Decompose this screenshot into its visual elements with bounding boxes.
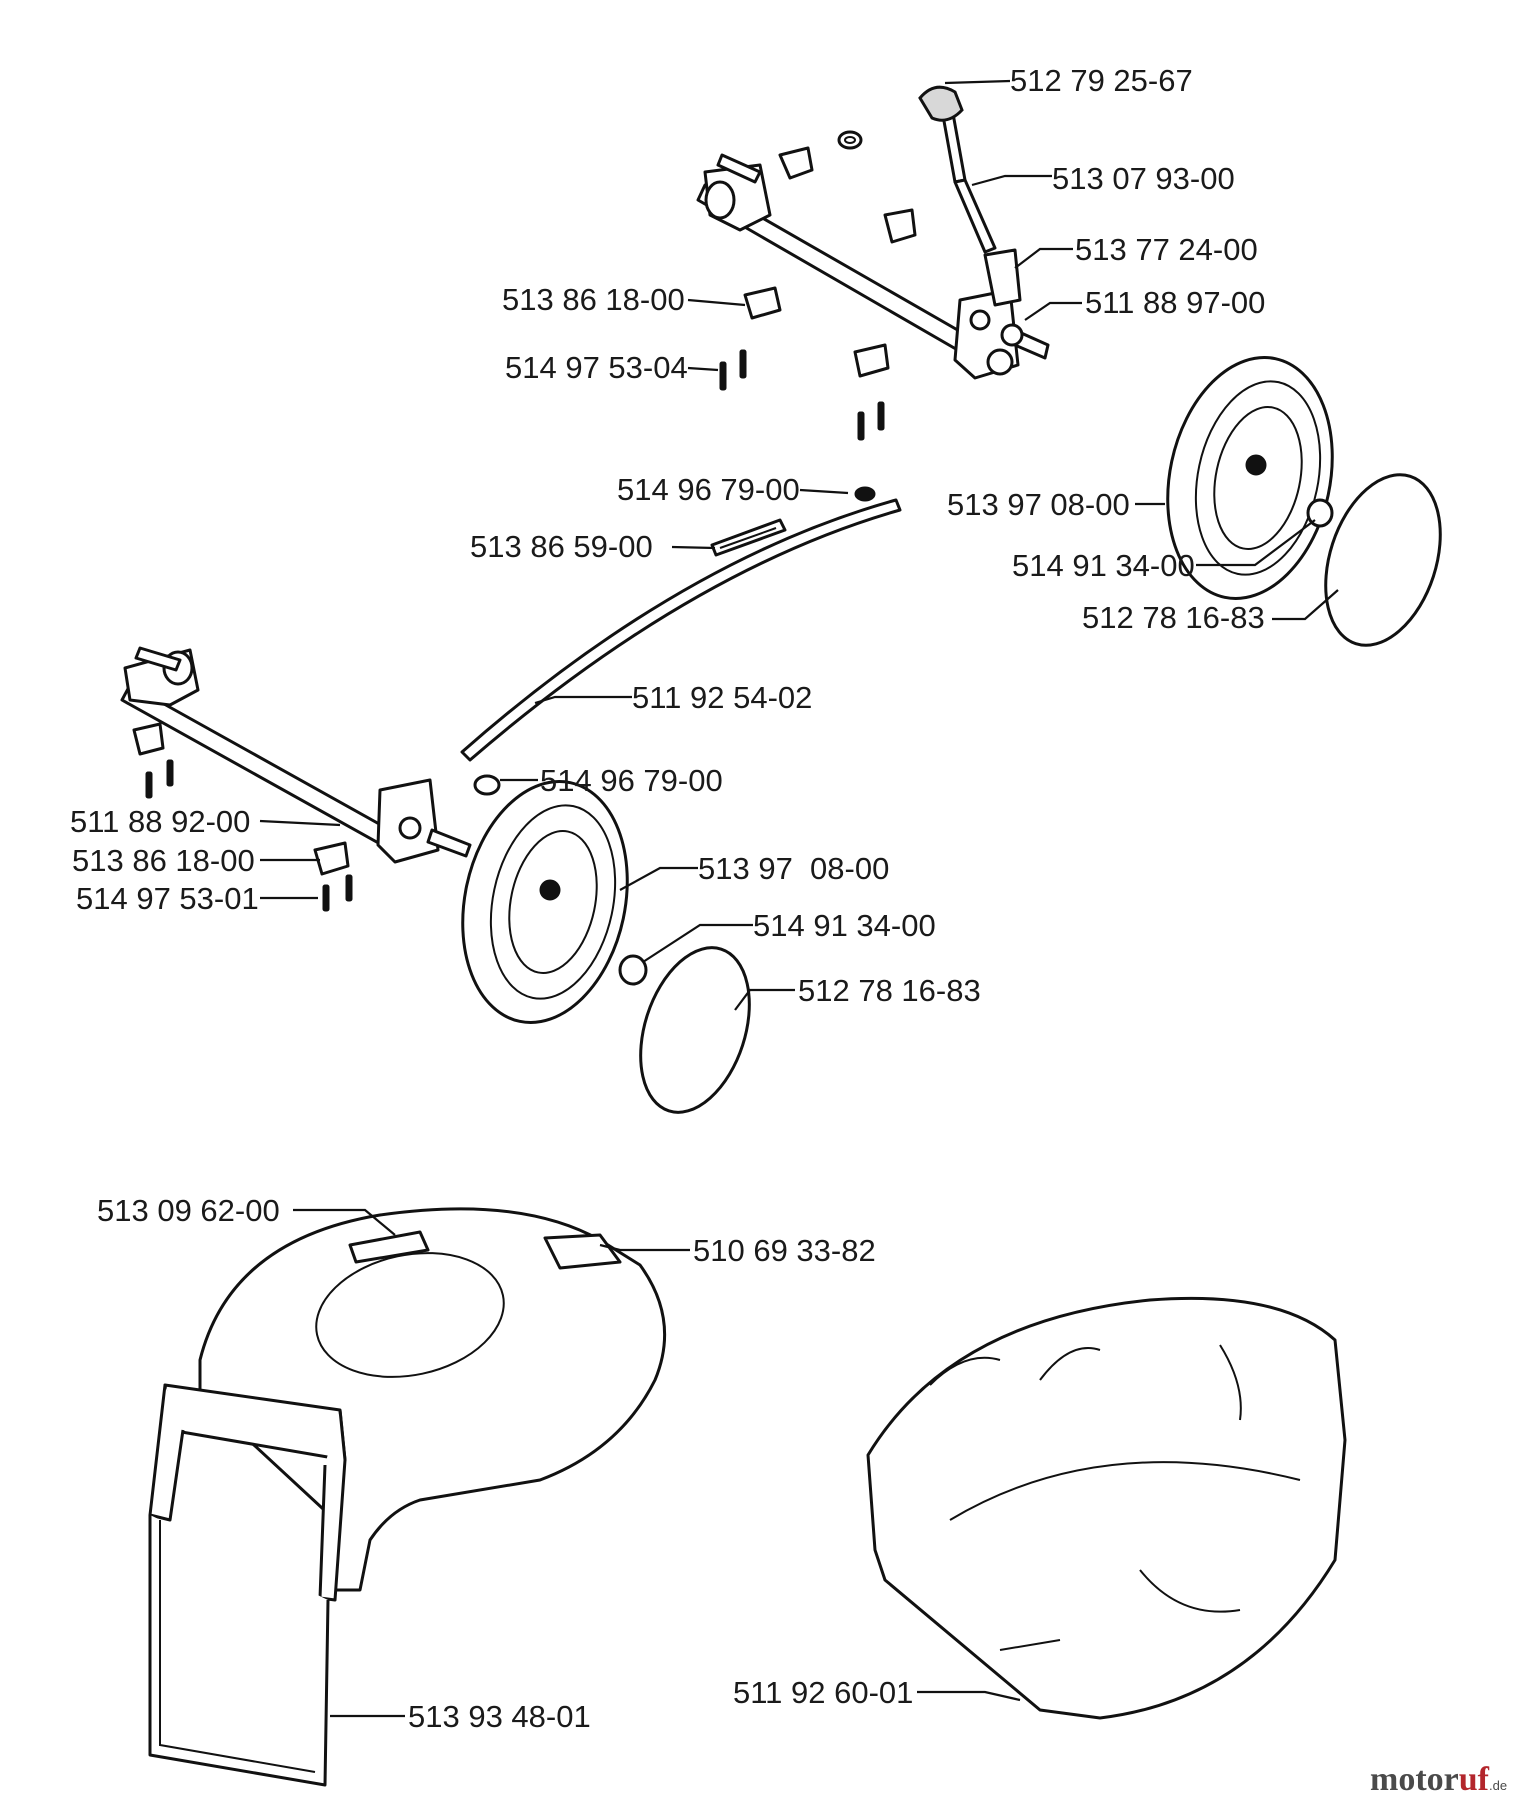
washer-lower-part	[473, 774, 501, 796]
spring-part	[710, 518, 787, 557]
collector-cover-part	[198, 1207, 667, 1592]
lever-knob	[918, 85, 964, 122]
callout-front-axle: 511 88 92-00	[70, 804, 250, 839]
callout-link-rod: 511 92 54-02	[632, 680, 812, 715]
callout-washer-lower: 514 96 79-00	[540, 763, 723, 798]
callout-decal: 513 09 62-00	[97, 1193, 280, 1228]
rear-small-nut	[837, 130, 863, 150]
rear-axle-assembly	[696, 153, 1050, 380]
svg-text:motoruf.de: motoruf.de	[1370, 1761, 1507, 1798]
front-hubcap-part	[639, 946, 751, 1114]
callout-front-nut: 514 91 34-00	[753, 908, 936, 943]
callout-lever-knob: 512 79 25-67	[1010, 63, 1193, 98]
callout-rear-wheel: 513 97 08-00	[947, 487, 1130, 522]
callout-rear-clip: 513 86 18-00	[502, 282, 685, 317]
front-axle-assembly	[120, 646, 472, 876]
watermark-accent: uf	[1459, 1761, 1490, 1798]
callout-front-clip: 513 86 18-00	[72, 843, 255, 878]
callout-rear-hubcap: 512 78 16-83	[1082, 600, 1265, 635]
watermark-main: motor	[1370, 1761, 1459, 1798]
rear-screws	[719, 349, 885, 441]
callout-collector-frame: 513 93 48-01	[408, 1699, 591, 1734]
rear-hubcap-part	[1324, 473, 1442, 647]
callout-front-screw: 514 97 53-01	[76, 881, 259, 916]
callout-lever-bracket: 513 77 24-00	[1075, 232, 1258, 267]
callout-spring: 513 86 59-00	[470, 529, 653, 564]
front-screws	[145, 759, 353, 912]
collector-bag-part	[866, 1296, 1347, 1720]
washer-upper-part	[854, 486, 876, 502]
callout-front-hubcap: 512 78 16-83	[798, 973, 981, 1008]
callout-collector-bag: 511 92 60-01	[733, 1675, 913, 1710]
front-nut-part	[618, 954, 648, 986]
leader-lines	[259, 79, 1339, 1718]
watermark-suffix: .de	[1489, 1778, 1507, 1793]
rear-clip-parts	[743, 146, 917, 378]
collector-frame-part	[148, 1383, 347, 1787]
watermark-logo: motoruf.de	[1370, 1761, 1507, 1798]
callout-rear-axle: 511 88 97-00	[1085, 285, 1265, 320]
callout-grass-collector-cover: 510 69 33-82	[693, 1233, 876, 1268]
front-wheel-part	[461, 780, 629, 1024]
callout-washer-upper: 514 96 79-00	[617, 472, 800, 507]
callout-height-lever: 513 07 93-00	[1052, 161, 1235, 196]
link-rod-part	[460, 498, 902, 762]
callout-front-wheel: 513 97 08-00	[698, 851, 889, 886]
callout-rear-nut: 514 91 34-00	[1012, 548, 1195, 583]
callout-labels: 512 79 25-67 513 07 93-00 513 77 24-00 5…	[70, 63, 1265, 1734]
callout-rear-screw: 514 97 53-04	[505, 350, 688, 385]
